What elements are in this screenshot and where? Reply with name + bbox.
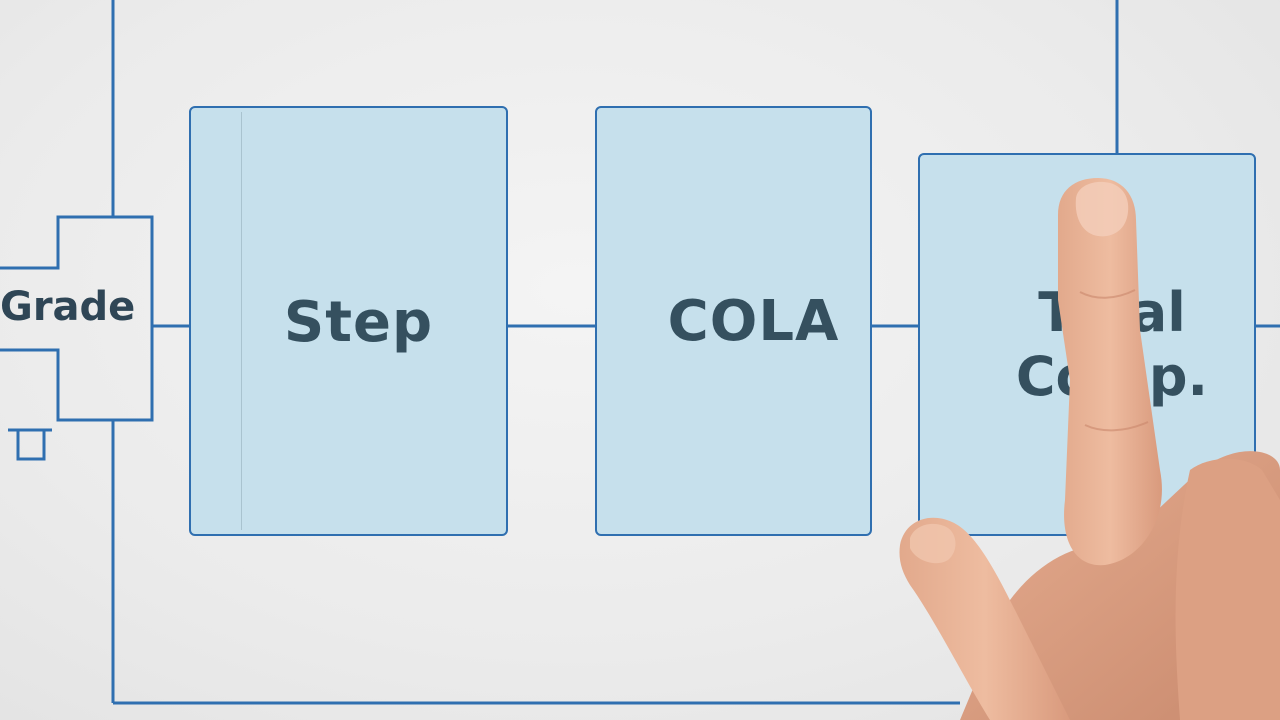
step-label: Step <box>283 289 434 355</box>
grade-terminal <box>8 428 52 461</box>
total-label-line1: Total <box>1038 280 1186 344</box>
step-block[interactable]: Step <box>189 106 508 536</box>
cola-block[interactable]: COLA <box>595 106 872 536</box>
grade-block-outline <box>0 215 154 422</box>
cola-label: COLA <box>667 288 840 354</box>
step-inner-rule <box>241 112 242 530</box>
total-label-line2: Comp. <box>1015 344 1209 408</box>
total-comp-label: Total Comp. <box>966 281 1208 409</box>
total-comp-block[interactable]: Total Comp. <box>918 153 1256 536</box>
grade-label: Grade <box>0 284 136 330</box>
